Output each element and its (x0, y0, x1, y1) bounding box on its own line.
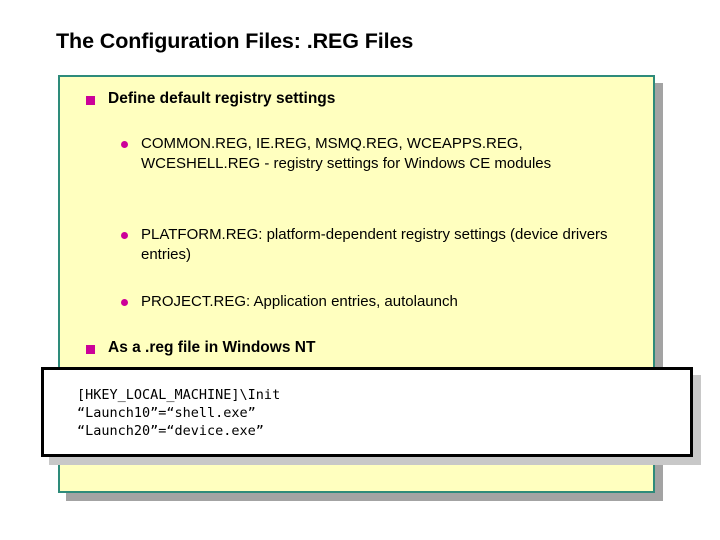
list-item-label: As a .reg file in Windows NT (108, 339, 316, 356)
bullet-list: Define default registry settings COMMON.… (60, 77, 653, 491)
code-callout-text: [HKEY_LOCAL_MACHINE]\Init “Launch10”=“sh… (77, 387, 281, 439)
list-item: COMMON.REG, IE.REG, MSMQ.REG, WCEAPPS.RE… (121, 134, 639, 174)
list-item: PROJECT.REG: Application entries, autola… (121, 292, 639, 312)
list-item-label: Define default registry settings (108, 90, 336, 107)
page-title: The Configuration Files: .REG Files (56, 29, 414, 53)
code-callout: [HKEY_LOCAL_MACHINE]\Init “Launch10”=“sh… (41, 367, 693, 457)
list-item: As a .reg file in Windows NT (86, 338, 639, 357)
dot-bullet-icon (121, 299, 128, 306)
list-item-label: PROJECT.REG: Application entries, autola… (141, 293, 458, 310)
dot-bullet-icon (121, 232, 128, 239)
square-bullet-icon (86, 96, 95, 105)
list-item-label: COMMON.REG, IE.REG, MSMQ.REG, WCEAPPS.RE… (141, 135, 552, 172)
list-item-label: PLATFORM.REG: platform-dependent registr… (141, 226, 608, 263)
list-item: PLATFORM.REG: platform-dependent registr… (121, 225, 639, 265)
list-item: Define default registry settings (86, 89, 639, 108)
content-box: Define default registry settings COMMON.… (58, 75, 655, 493)
square-bullet-icon (86, 345, 95, 354)
dot-bullet-icon (121, 141, 128, 148)
